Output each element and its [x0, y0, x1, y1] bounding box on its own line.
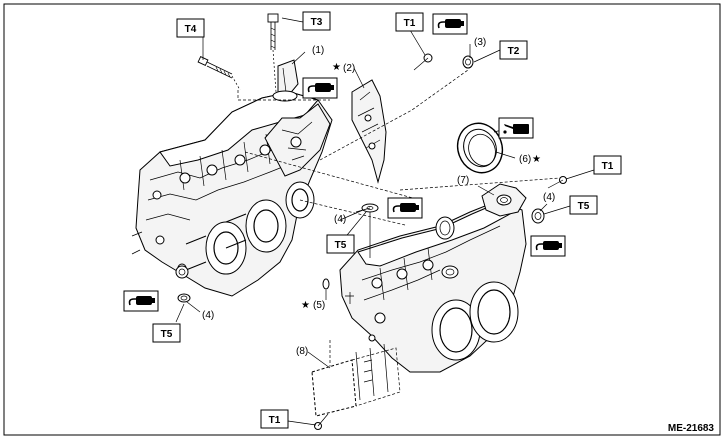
- tag-t2: T2: [499, 40, 528, 60]
- oil-pump-cover-7: [481, 183, 527, 217]
- tag-t5-right: T5: [569, 195, 598, 215]
- svg-text:T5: T5: [578, 201, 590, 212]
- tag-t1-bottom: T1: [260, 409, 289, 429]
- oil-seal-6: [456, 122, 504, 174]
- svg-text:T2: T2: [508, 46, 520, 57]
- star-icon-6: ★: [532, 154, 541, 165]
- o-ring-5: [322, 278, 330, 290]
- star-icon-2: ★: [332, 62, 341, 73]
- star-icon-5: ★: [301, 300, 310, 311]
- sealant-tube-icon: [123, 290, 159, 312]
- svg-text:T4: T4: [185, 24, 197, 35]
- callout-3: (3): [474, 37, 486, 48]
- bolt-t3: [267, 13, 279, 50]
- bolt-t4: [197, 55, 233, 79]
- left-oil-plug: [175, 265, 189, 279]
- leader-lines: [175, 17, 595, 426]
- svg-text:T5: T5: [161, 329, 173, 340]
- sealant-tube-icon: [530, 235, 566, 257]
- tag-t5-left: T5: [152, 323, 181, 343]
- plug-3: [462, 55, 474, 69]
- sealant-tube-icon: [432, 13, 468, 35]
- svg-text:T1: T1: [269, 415, 281, 426]
- tag-t5-mid: T5: [326, 234, 355, 254]
- reference-code: ME-21683: [668, 423, 715, 434]
- plug-4-left: [177, 293, 191, 303]
- callout-7: (7): [457, 175, 469, 186]
- tag-t4: T4: [176, 18, 205, 38]
- bolt-t1-right: [547, 176, 567, 189]
- svg-text:T5: T5: [335, 240, 347, 251]
- sealant-tube-icon: [302, 77, 338, 99]
- plug-4-right: [531, 208, 545, 224]
- crankcase-plate-2: [351, 79, 387, 184]
- callout-5: (5): [313, 300, 325, 311]
- callout-4-mid: (4): [334, 214, 346, 225]
- callout-2: (2): [343, 63, 355, 74]
- oil-can-icon: [498, 117, 534, 139]
- callout-1: (1): [312, 45, 324, 56]
- callout-4-right: (4): [543, 192, 555, 203]
- svg-text:T1: T1: [404, 18, 416, 29]
- sealant-tube-icon: [387, 197, 423, 219]
- frame-border: [3, 3, 721, 436]
- callout-8: (8): [296, 346, 308, 357]
- tag-t1-top: T1: [395, 12, 424, 32]
- svg-text:T1: T1: [602, 161, 614, 172]
- upper-crankcase-half: [131, 59, 333, 297]
- callout-6: (6): [519, 154, 531, 165]
- callout-4-left: (4): [202, 310, 214, 321]
- tag-t1-right: T1: [593, 155, 622, 175]
- svg-text:T3: T3: [311, 17, 323, 28]
- bolt-t1-top: [413, 53, 433, 71]
- lower-crankcase-half: [311, 199, 527, 417]
- bolt-t1-bottom: [314, 413, 329, 430]
- tag-t3: T3: [302, 11, 331, 31]
